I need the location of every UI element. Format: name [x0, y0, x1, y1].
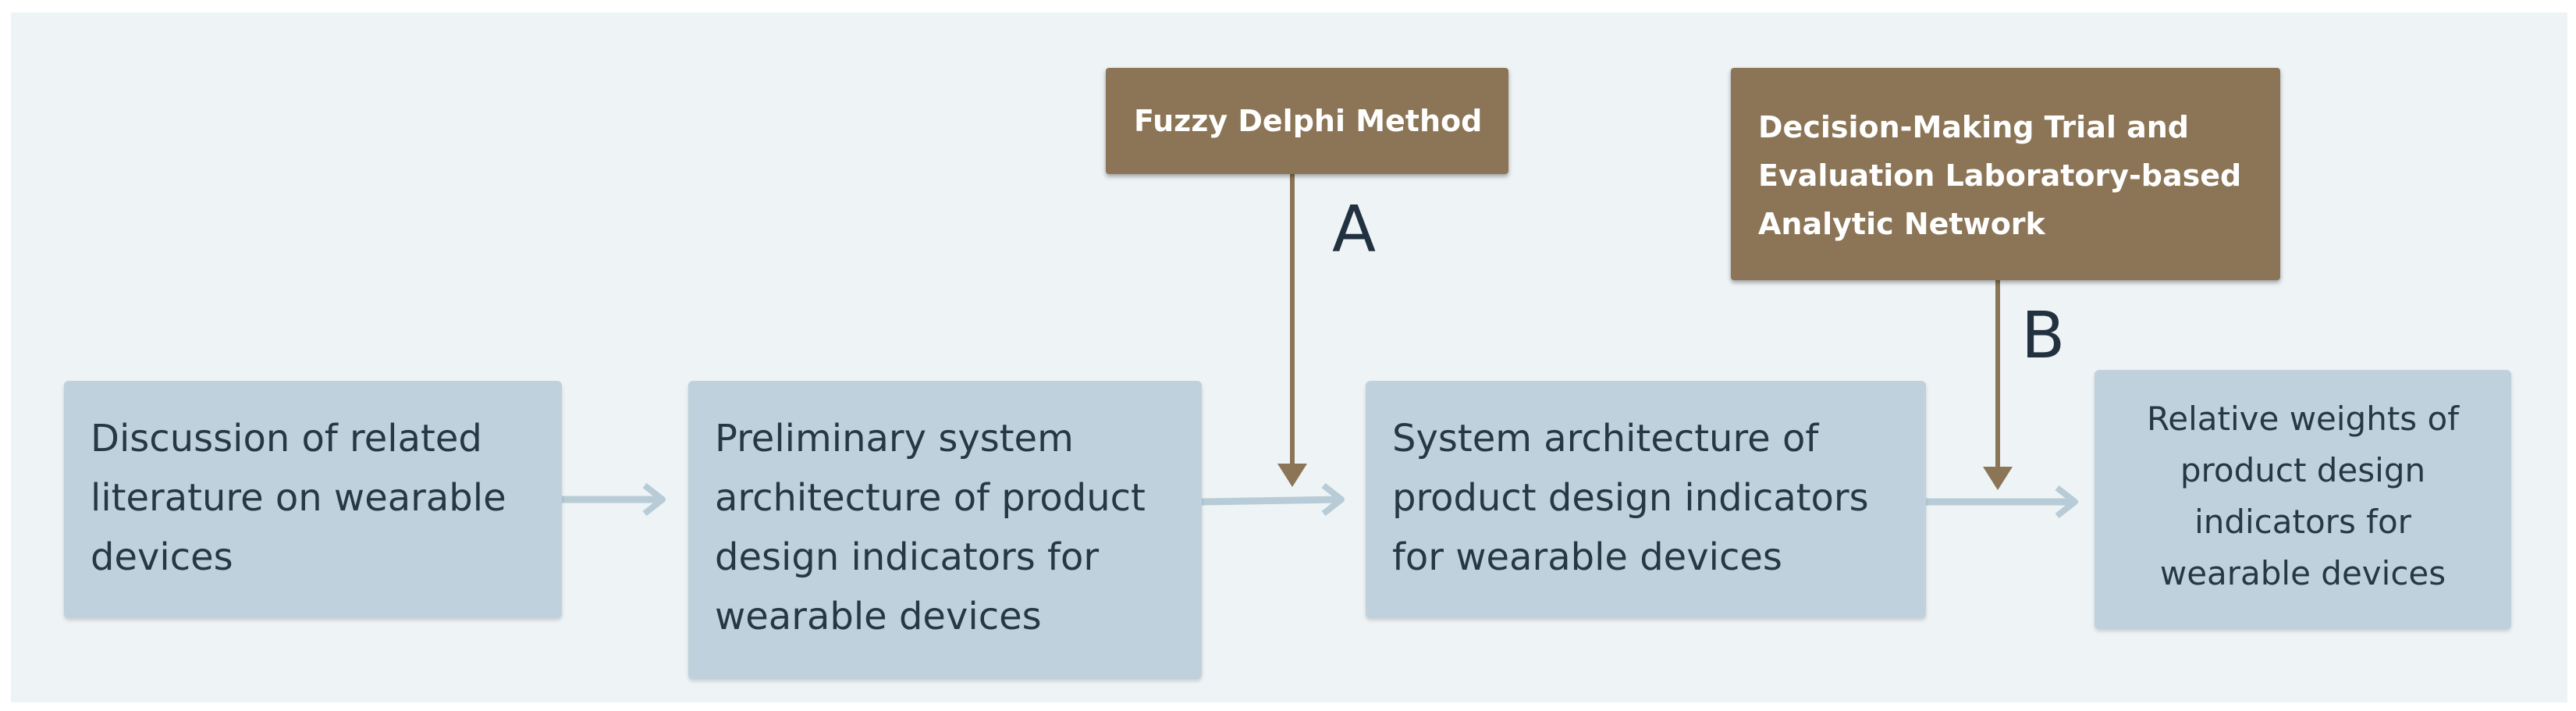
method-label-line: Evaluation Laboratory-based — [1758, 158, 2242, 193]
method-letter-a: A — [1332, 193, 1377, 267]
diagram-canvas: Fuzzy Delphi Method Decision-Making Tria… — [11, 12, 2567, 702]
step-text-line: for wearable devices — [1392, 535, 1782, 579]
step-text-line: wearable devices — [715, 595, 1042, 638]
flow-arrow-1 — [562, 482, 666, 517]
method-label: Fuzzy Delphi Method — [1134, 104, 1483, 138]
step-box-system-architecture: System architecture of product design in… — [1366, 381, 1926, 618]
method-label-line: Analytic Network — [1758, 207, 2045, 241]
method-box-dematel-anp: Decision-Making Trial and Evaluation Lab… — [1731, 68, 2280, 280]
flow-arrow-2 — [1201, 482, 1345, 517]
flow-arrow-3 — [1926, 485, 2078, 519]
step-text-line: System architecture of — [1392, 417, 1819, 460]
step-text-line: indicators for — [2194, 503, 2411, 541]
connector-layer — [562, 174, 2078, 519]
method-box-fuzzy-delphi: Fuzzy Delphi Method — [1106, 68, 1508, 174]
step-box-literature: Discussion of related literature on wear… — [64, 381, 562, 618]
method-arrow-b — [1983, 280, 2013, 490]
step-box-preliminary-architecture: Preliminary system architecture of produ… — [688, 381, 1202, 679]
step-text-line: Preliminary system — [715, 417, 1074, 460]
step-text-line: literature on wearable — [91, 476, 506, 520]
method-letter-b: B — [2021, 299, 2066, 373]
method-label-line: Decision-Making Trial and — [1758, 110, 2189, 144]
step-text-line: Relative weights of — [2146, 400, 2460, 438]
step-text-line: design indicators for — [715, 535, 1100, 579]
step-text-line: architecture of product — [715, 476, 1146, 520]
step-text-line: Discussion of related — [91, 417, 482, 460]
step-text-line: product design indicators — [1392, 476, 1869, 520]
step-text-line: wearable devices — [2159, 554, 2446, 592]
step-text-line: product design — [2180, 451, 2426, 489]
method-arrow-a — [1277, 174, 1307, 487]
step-box-relative-weights: Relative weights of product design indic… — [2095, 370, 2511, 629]
step-text-line: devices — [91, 535, 233, 579]
